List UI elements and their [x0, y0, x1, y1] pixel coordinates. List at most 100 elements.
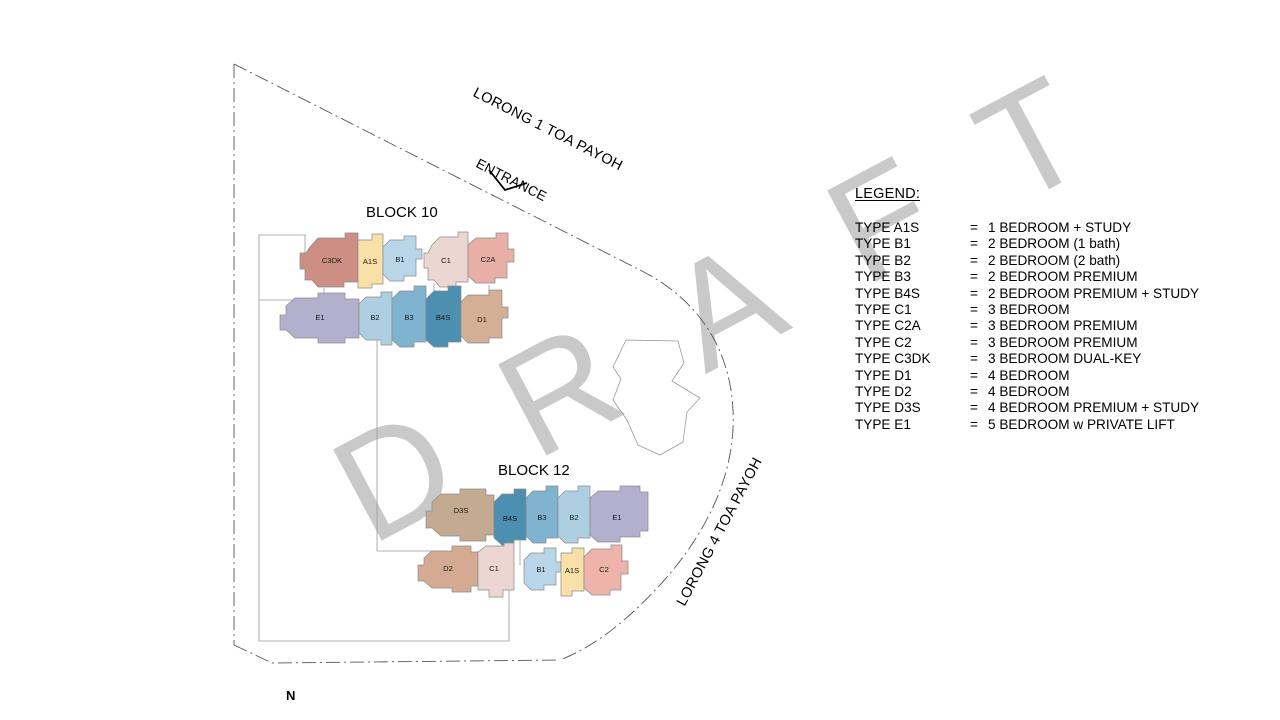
- svg-text:B3: B3: [537, 513, 546, 522]
- legend-description: 2 BEDROOM (2 bath): [988, 252, 1121, 268]
- legend-description: 4 BEDROOM PREMIUM + STUDY: [988, 400, 1200, 416]
- legend-equals: =: [970, 285, 978, 301]
- legend-type: TYPE D1: [855, 367, 912, 383]
- svg-text:B2: B2: [569, 513, 578, 522]
- legend-description: 3 BEDROOM PREMIUM: [988, 334, 1138, 350]
- legend-row: TYPE C2 = 3 BEDROOM PREMIUM: [855, 335, 1199, 351]
- legend-type: TYPE C3DK: [855, 351, 931, 367]
- unit-block10-b3[interactable]: B3: [391, 285, 427, 348]
- svg-text:B1: B1: [395, 255, 404, 264]
- svg-text:C2A: C2A: [481, 255, 497, 264]
- unit-block10-b1[interactable]: B1: [382, 235, 423, 282]
- legend-type: TYPE D3S: [855, 400, 921, 416]
- block-12-units: D3S B4S B3 B2 E1 D2: [417, 485, 649, 598]
- legend-type: TYPE D2: [855, 384, 912, 400]
- svg-text:C1: C1: [489, 564, 499, 573]
- legend-title: LEGEND:: [855, 186, 921, 202]
- unit-block12-d2[interactable]: D2: [417, 545, 479, 593]
- legend-type: TYPE B1: [855, 236, 911, 252]
- svg-text:D2: D2: [443, 564, 453, 573]
- legend-row: TYPE D1=4 BEDROOM: [855, 368, 1199, 384]
- legend-panel: LEGEND: TYPE A1S = 1 BEDROOM + STUDY TYPE B…: [855, 186, 1255, 433]
- legend-row: TYPE B2 = 2 BEDROOM (2 bath): [855, 253, 1199, 269]
- legend-equals: =: [970, 351, 978, 367]
- legend-equals: =: [970, 252, 978, 268]
- legend-equals: =: [970, 220, 978, 235]
- legend-equals: =: [970, 400, 978, 416]
- unit-block12-a1s[interactable]: A1S: [560, 547, 585, 597]
- legend-equals: =: [970, 302, 978, 318]
- svg-text:D3S: D3S: [454, 506, 469, 515]
- site-boundary: [233, 63, 734, 664]
- legend-type: TYPE C2A: [855, 318, 921, 334]
- legend-description: 3 BEDROOM DUAL-KEY: [988, 351, 1142, 367]
- unit-block12-d3s[interactable]: D3S: [425, 488, 495, 542]
- unit-block10-c2a[interactable]: C2A: [467, 232, 515, 284]
- unit-block10-a1s[interactable]: A1S: [357, 233, 384, 289]
- legend-description: 3 BEDROOM: [988, 302, 1070, 318]
- svg-text:C2: C2: [599, 565, 609, 574]
- legend-equals: =: [970, 269, 978, 285]
- unit-block10-b4s[interactable]: B4S: [425, 285, 462, 348]
- legend-type: TYPE B2: [855, 252, 911, 268]
- unit-block12-c2[interactable]: C2: [583, 544, 629, 596]
- legend-type: TYPE B3: [855, 269, 911, 285]
- unit-block12-e1[interactable]: E1: [589, 485, 649, 543]
- unit-block10-b2[interactable]: B2: [358, 291, 393, 346]
- legend-type: TYPE E1: [855, 416, 911, 432]
- legend-row: TYPE B4S = 2 BEDROOM PREMIUM + STUDY: [855, 286, 1199, 302]
- legend-type: TYPE C1: [855, 302, 912, 318]
- legend-equals: =: [970, 384, 978, 400]
- legend-description: 2 BEDROOM PREMIUM + STUDY: [988, 285, 1200, 301]
- unit-block12-b2[interactable]: B2: [557, 485, 591, 544]
- block-10-units: C3DK A1S B1 C1 C2A E1: [279, 231, 515, 348]
- legend-row: TYPE C3DK = 3 BEDROOM DUAL-KEY: [855, 351, 1199, 367]
- legend-description: 1 BEDROOM + STUDY: [988, 220, 1132, 235]
- legend-description: 5 BEDROOM w PRIVATE LIFT: [988, 416, 1175, 432]
- svg-text:A1S: A1S: [363, 257, 377, 266]
- legend-description: 4 BEDROOM: [988, 384, 1070, 400]
- legend-row: TYPE D3S = 4 BEDROOM PREMIUM + STUDY: [855, 400, 1199, 416]
- entrance-arrow-icon: [488, 169, 528, 192]
- unit-block10-c1[interactable]: C1: [423, 231, 469, 288]
- legend-equals: =: [970, 367, 978, 383]
- legend-type: TYPE C2: [855, 334, 912, 350]
- legend-description: 3 BEDROOM PREMIUM: [988, 318, 1138, 334]
- unit-block12-c1[interactable]: C1: [477, 542, 515, 598]
- legend-row: TYPE B1=2 BEDROOM (1 bath): [855, 236, 1199, 252]
- unit-block10-c3dk[interactable]: C3DK: [299, 232, 359, 288]
- legend-type: TYPE A1S: [855, 220, 920, 235]
- legend-row: TYPE C2A = 3 BEDROOM PREMIUM: [855, 318, 1199, 334]
- block-10-title: BLOCK 10: [366, 204, 438, 221]
- svg-text:B3: B3: [404, 313, 413, 322]
- legend-row: TYPE B3 = 2 BEDROOM PREMIUM: [855, 269, 1199, 285]
- legend-description: 2 BEDROOM PREMIUM: [988, 269, 1138, 285]
- unit-block10-d1[interactable]: D1: [460, 289, 509, 344]
- svg-text:E1: E1: [315, 313, 324, 322]
- svg-text:C3DK: C3DK: [322, 256, 342, 265]
- facility-outline: [612, 339, 701, 456]
- legend-row: TYPE C1 = 3 BEDROOM: [855, 302, 1199, 318]
- legend-equals: =: [970, 236, 978, 252]
- svg-text:A1S: A1S: [565, 566, 579, 575]
- svg-text:B4S: B4S: [503, 514, 517, 523]
- svg-text:B4S: B4S: [436, 313, 450, 322]
- legend-equals: =: [970, 318, 978, 334]
- legend-equals: =: [970, 416, 978, 432]
- legend-equals: =: [970, 334, 978, 350]
- unit-block12-b3[interactable]: B3: [525, 485, 559, 544]
- legend-type: TYPE B4S: [855, 285, 920, 301]
- svg-text:B2: B2: [370, 313, 379, 322]
- legend-table: TYPE A1S = 1 BEDROOM + STUDY TYPE B1 = 2 BEDR…: [855, 220, 1199, 433]
- legend-row: TYPE E1 = 5 BEDROOM w PRIVATE LIFT: [855, 417, 1199, 433]
- svg-text:B1: B1: [536, 565, 545, 574]
- unit-block10-e1[interactable]: E1: [279, 292, 360, 344]
- unit-block12-b1[interactable]: B1: [523, 547, 562, 591]
- legend-row: TYPE D2 = 4 BEDROOM: [855, 384, 1199, 400]
- svg-text:D1: D1: [477, 315, 487, 324]
- svg-text:E1: E1: [612, 513, 621, 522]
- block-12-title: BLOCK 12: [498, 462, 570, 479]
- unit-block12-b4s[interactable]: B4S: [493, 488, 527, 546]
